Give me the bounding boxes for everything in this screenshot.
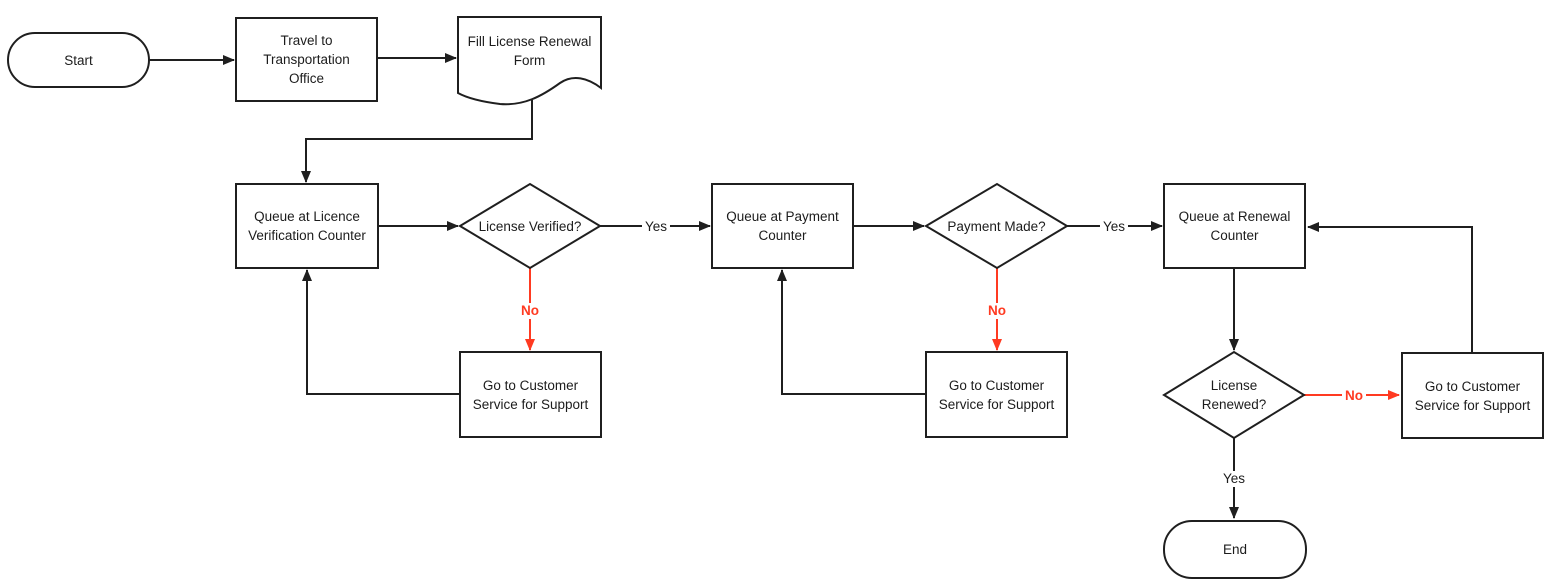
edge-label-verified-yes: Yes <box>641 219 671 235</box>
node-license-verified-shape <box>458 182 602 270</box>
node-fill-form-shape <box>457 16 602 106</box>
node-queue-renewal-shape <box>1163 183 1306 269</box>
node-queue-payment-shape <box>711 183 854 269</box>
node-start-shape <box>7 32 150 88</box>
edge-label-verified-no: No <box>518 303 542 319</box>
edge-support-to-queue-payment <box>777 269 926 395</box>
node-end-shape <box>1163 520 1307 579</box>
edge-fillform-to-queue-verification <box>301 100 533 183</box>
edge-label-renewed-yes: Yes <box>1219 471 1249 487</box>
node-support-verification-shape <box>459 351 602 438</box>
edge-support-to-queue-verification <box>302 269 460 395</box>
node-support-renewal-shape <box>1401 352 1544 439</box>
edge-label-renewed-no: No <box>1342 388 1366 404</box>
node-queue-verification-shape <box>235 183 379 269</box>
node-payment-made-shape <box>924 182 1069 270</box>
edge-label-payment-no: No <box>985 303 1009 319</box>
node-license-renewed-shape <box>1162 350 1306 440</box>
edge-support-to-queue-renewal <box>1307 222 1473 353</box>
node-travel-office-shape <box>235 17 378 102</box>
edge-label-payment-yes: Yes <box>1099 219 1129 235</box>
node-support-payment-shape <box>925 351 1068 438</box>
